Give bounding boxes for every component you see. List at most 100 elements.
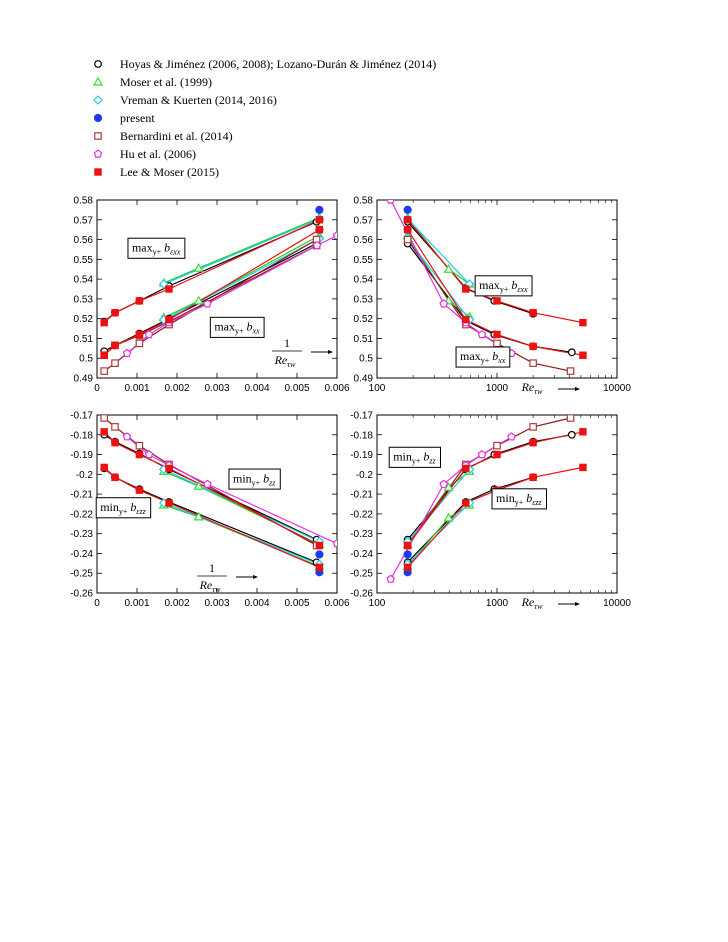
y-tick-label: 0.55 xyxy=(354,255,374,266)
data-point xyxy=(493,450,501,459)
x-axis-label-denominator: Reτw xyxy=(199,578,222,594)
y-tick-label: 0.52 xyxy=(354,314,374,325)
legend-item: Bernardini et al. (2014) xyxy=(90,127,510,145)
y-tick-label: -0.21 xyxy=(70,490,93,501)
x-tick-label: 10000 xyxy=(603,598,631,609)
legend-marker-shape xyxy=(94,60,102,68)
series-line xyxy=(163,218,320,285)
y-tick-label: -0.26 xyxy=(350,589,373,600)
chart-panel-3: -0.26-0.25-0.24-0.23-0.22-0.21-0.2-0.19-… xyxy=(70,411,350,610)
data-point xyxy=(193,511,204,521)
y-tick-label: -0.22 xyxy=(350,509,373,520)
x-tick-label: 0.001 xyxy=(124,598,149,609)
data-point xyxy=(386,574,396,583)
svg-text:miny+bεzz: miny+bεzz xyxy=(496,491,542,507)
data-point xyxy=(529,359,537,367)
plot-annotation: miny+bεzz xyxy=(491,488,547,510)
data-point xyxy=(579,463,587,472)
legend-label: Bernardini et al. (2014) xyxy=(120,128,233,143)
data-point xyxy=(122,348,132,357)
data-point xyxy=(100,318,108,327)
y-tick-label: 0.53 xyxy=(74,294,94,305)
y-tick-label: -0.18 xyxy=(350,430,373,441)
x-tick-label: 0.005 xyxy=(284,383,309,394)
data-point xyxy=(529,342,537,351)
data-point xyxy=(315,550,324,559)
svg-text:miny+bzz: miny+bzz xyxy=(393,449,436,465)
legend-label: Lee & Moser (2015) xyxy=(120,164,219,179)
data-point xyxy=(567,430,576,439)
data-point xyxy=(144,450,154,459)
data-point xyxy=(403,235,412,244)
data-point xyxy=(567,348,576,357)
chart-panel-4: -0.26-0.25-0.24-0.23-0.22-0.21-0.2-0.19-… xyxy=(350,411,631,612)
plot-annotation: miny+bzz xyxy=(228,468,281,490)
y-tick-label: 0.57 xyxy=(74,215,94,226)
data-point xyxy=(135,486,144,494)
data-point xyxy=(493,330,501,339)
y-tick-label: -0.24 xyxy=(350,549,373,560)
y-tick-label: 0.55 xyxy=(74,255,94,266)
data-point xyxy=(135,441,144,450)
y-tick-label: -0.26 xyxy=(70,589,93,600)
data-point xyxy=(111,359,119,367)
y-tick-label: 0.56 xyxy=(74,235,94,246)
legend-marker-shape xyxy=(94,132,102,140)
legend-marker xyxy=(94,132,102,140)
data-point xyxy=(439,479,449,488)
svg-text:maxy+bεxx: maxy+bεxx xyxy=(479,278,528,294)
data-point xyxy=(203,479,212,488)
data-point xyxy=(403,541,412,550)
series-line xyxy=(407,466,584,568)
x-tick-label: 0.005 xyxy=(284,598,309,609)
data-point xyxy=(386,200,395,204)
x-tick-label: 0.003 xyxy=(204,383,229,394)
annotation-box xyxy=(127,237,186,259)
y-tick-label: 0.51 xyxy=(74,334,94,345)
y-tick-label: -0.23 xyxy=(350,529,373,540)
x-axis-label-text: Reτw xyxy=(521,380,544,396)
legend-marker-shape xyxy=(93,113,103,123)
legend-marker xyxy=(93,113,103,123)
y-tick-label: 0.54 xyxy=(354,275,374,286)
y-tick-label: 0.54 xyxy=(74,275,94,286)
legend-item: Lee & Moser (2015) xyxy=(90,163,510,181)
data-point xyxy=(100,367,109,375)
series-line xyxy=(103,417,317,547)
y-tick-label: 0.5 xyxy=(79,354,93,365)
legend-label: Hu et al. (2006) xyxy=(120,146,196,161)
y-tick-label: 0.53 xyxy=(354,294,374,305)
annotation-box xyxy=(474,275,533,297)
plot-annotation: maxy+bεxx xyxy=(474,275,533,297)
x-tick-label: 1000 xyxy=(486,383,509,394)
data-point xyxy=(193,480,204,490)
x-axis-label: Reτw xyxy=(521,595,580,611)
axis-arrowhead xyxy=(253,575,258,579)
y-tick-label: 0.49 xyxy=(354,374,374,385)
legend-marker-shape xyxy=(92,76,104,86)
y-tick-label: -0.17 xyxy=(350,411,373,422)
series-layer xyxy=(386,200,587,375)
data-point xyxy=(315,216,324,224)
annotation-box xyxy=(388,446,442,468)
plot-annotation: maxy+bεxx xyxy=(127,237,186,259)
data-point xyxy=(100,351,108,359)
data-point xyxy=(315,225,324,234)
data-point xyxy=(462,464,470,473)
y-tick-label: -0.18 xyxy=(70,430,93,441)
data-point xyxy=(111,473,119,482)
x-tick-label: 0.004 xyxy=(244,598,269,609)
data-point xyxy=(111,438,119,447)
data-point xyxy=(193,295,204,305)
data-point xyxy=(403,563,412,571)
data-point xyxy=(332,231,337,240)
data-point xyxy=(315,541,324,550)
x-tick-label: 0.002 xyxy=(164,383,189,394)
svg-text:maxy+bεxx: maxy+bεxx xyxy=(132,240,181,256)
data-point xyxy=(165,315,173,324)
data-point xyxy=(111,341,119,350)
axis-arrowhead xyxy=(328,350,333,354)
y-tick-label: -0.23 xyxy=(70,529,93,540)
